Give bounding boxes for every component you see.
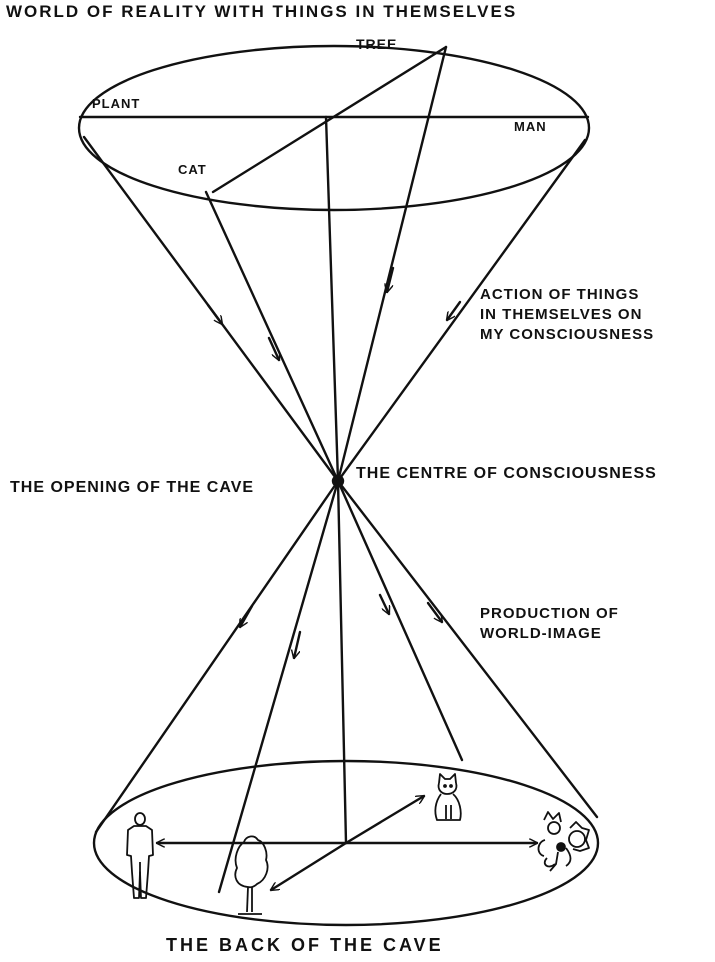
back-of-cave-label: THE BACK OF THE CAVE: [166, 935, 444, 956]
lower-right-edge: [338, 481, 597, 817]
action-line-1: ACTION OF THINGS: [480, 285, 654, 305]
outgoing-arrow-2: [294, 632, 300, 658]
cat-label: CAT: [178, 162, 207, 177]
ray-from-middle: [326, 117, 338, 481]
plant-label: PLANT: [92, 96, 140, 111]
projection-to-centre: [338, 481, 346, 843]
centre-of-consciousness-label: THE CENTRE OF CONSCIOUSNESS: [356, 465, 657, 483]
outgoing-arrow-1: [240, 606, 252, 627]
production-line-1: PRODUCTION OF: [480, 604, 619, 624]
world-of-reality-title: WORLD OF REALITY WITH THINGS IN THEMSELV…: [6, 2, 517, 22]
ray-from-tree: [338, 47, 446, 481]
projection-to-tree: [219, 481, 338, 892]
outgoing-arrow-3: [380, 595, 389, 614]
action-of-things-label: ACTION OF THINGS IN THEMSELVES ON MY CON…: [480, 285, 654, 345]
tree-label: TREE: [356, 36, 397, 52]
sitting-cat-figure: [435, 774, 460, 820]
action-line-3: MY CONSCIOUSNESS: [480, 325, 654, 345]
opening-of-cave-label: THE OPENING OF THE CAVE: [10, 479, 254, 497]
cat-tree-line: [213, 47, 446, 192]
man-label: MAN: [514, 119, 547, 134]
arrow-to-cat: [346, 796, 424, 843]
production-of-world-image-label: PRODUCTION OF WORLD-IMAGE: [480, 604, 619, 644]
tree-figure: [235, 836, 267, 914]
flowering-plant-figure: [538, 812, 589, 871]
lower-left-edge: [96, 481, 338, 832]
action-line-2: IN THEMSELVES ON: [480, 305, 654, 325]
ray-from-cat: [206, 192, 338, 481]
arrow-to-tree: [271, 843, 346, 890]
projection-to-cat: [338, 481, 462, 760]
production-line-2: WORLD-IMAGE: [480, 624, 619, 644]
incoming-arrow-1: [208, 305, 222, 324]
upper-ellipse-world-of-reality: [79, 46, 589, 210]
